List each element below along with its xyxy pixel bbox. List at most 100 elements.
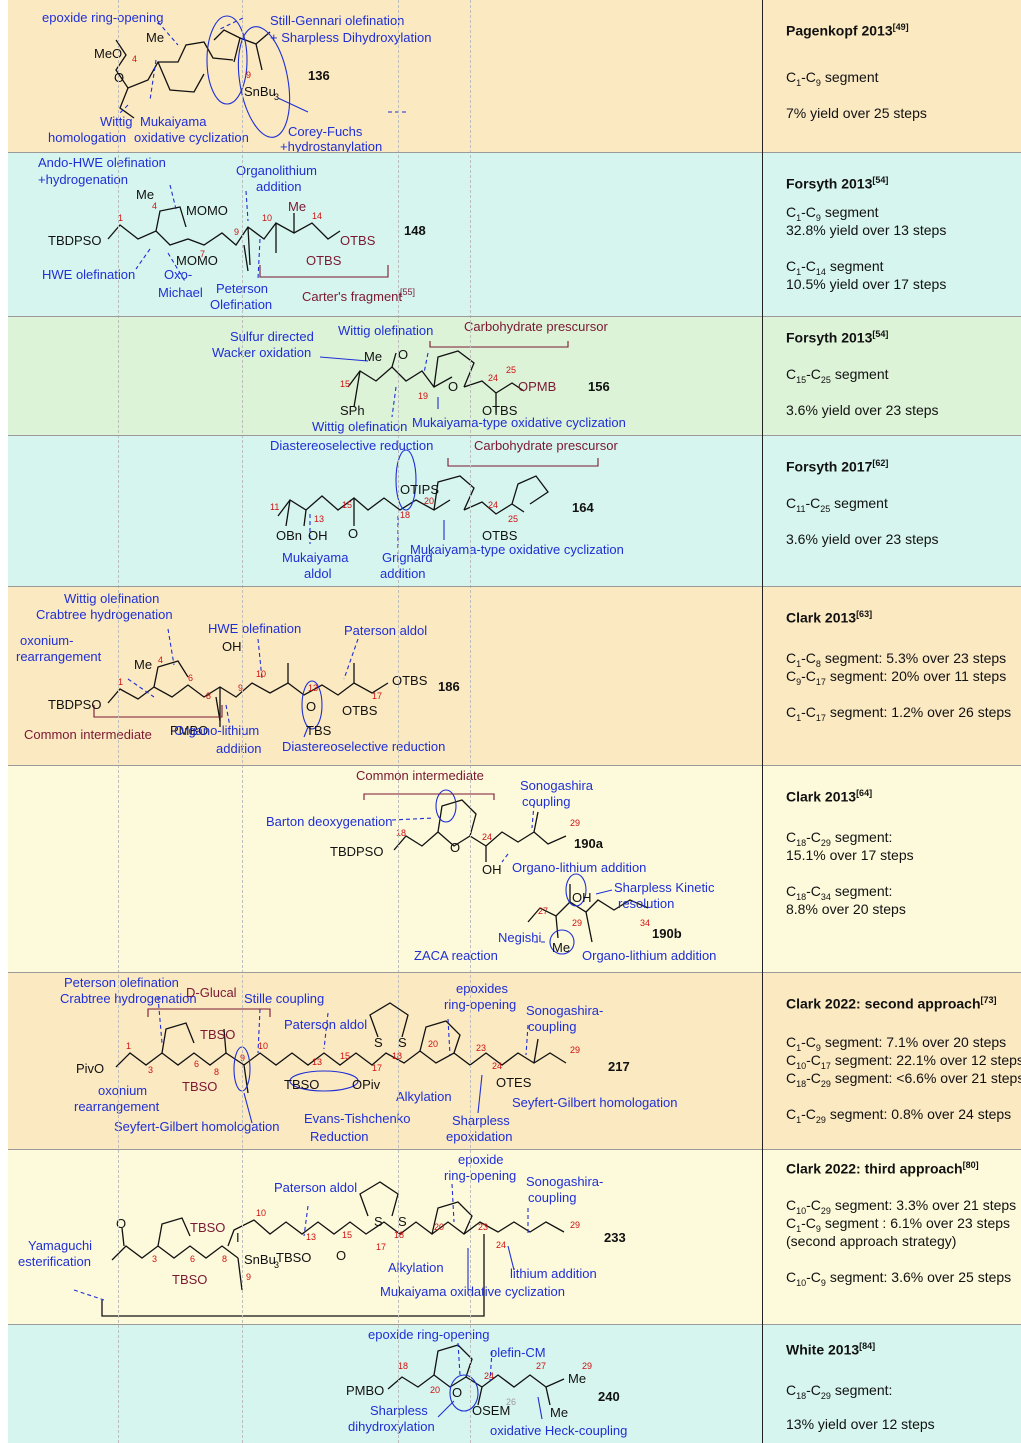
label-wittig-olefination: Wittig olefination bbox=[64, 591, 159, 606]
atom-number-20: 20 bbox=[424, 496, 434, 506]
atom-me: Me bbox=[134, 657, 152, 672]
label-addition: addition bbox=[380, 566, 426, 581]
label-common-intermediate: Common intermediate bbox=[356, 768, 484, 783]
atom-opmb: OPMB bbox=[518, 379, 556, 394]
label-michael: Michael bbox=[158, 285, 203, 300]
atom-tbso-2: TBSO bbox=[172, 1272, 207, 1287]
segment-line: C10-C17 segment: 22.1% over 12 steps bbox=[786, 1052, 1021, 1071]
atom-otbs: OTBS bbox=[340, 233, 376, 248]
atom-me: Me bbox=[364, 349, 382, 364]
label-homologation: homologation bbox=[48, 130, 126, 145]
atom-number-15: 15 bbox=[342, 500, 352, 510]
atom-o-ketone: O bbox=[348, 526, 358, 541]
atom-number-17: 17 bbox=[372, 1063, 382, 1073]
atom-number-24: 24 bbox=[482, 832, 492, 842]
atom-tbso-2: TBSO bbox=[182, 1079, 217, 1094]
label-mukaiyama: Mukaiyama bbox=[140, 114, 207, 129]
label-coupling: coupling bbox=[528, 1190, 576, 1205]
atom-number-20: 20 bbox=[434, 1222, 444, 1232]
scheme-233: epoxide ring-opening Sonogashira- coupli… bbox=[18, 1152, 626, 1317]
label-organo-lithium-2: Organo-lithium addition bbox=[582, 948, 716, 963]
atom-pmbo: PMBO bbox=[346, 1383, 384, 1398]
scheme-190: Common intermediate Sonogashira coupling… bbox=[266, 768, 716, 963]
atom-me-1: Me bbox=[568, 1371, 586, 1386]
segment-line: C1-C17 segment: 1.2% over 26 steps bbox=[786, 704, 1012, 723]
atom-number-15: 15 bbox=[340, 1051, 350, 1061]
label-zaca: ZACA reaction bbox=[414, 948, 498, 963]
label-sonogashira: Sonogashira- bbox=[526, 1174, 603, 1189]
compound-number: 186 bbox=[438, 679, 460, 694]
label-rearrangement: rearrangement bbox=[16, 649, 102, 664]
atom-number-10: 10 bbox=[256, 669, 266, 679]
atom-oh-b: OH bbox=[572, 890, 592, 905]
label-addition: addition bbox=[256, 179, 302, 194]
atom-number-18: 18 bbox=[400, 510, 410, 520]
atom-number-24: 24 bbox=[496, 1240, 506, 1250]
atom-number-18: 18 bbox=[398, 1361, 408, 1371]
info-156: Forsyth 2013[54] C15-C25 segment 3.6% yi… bbox=[774, 317, 1021, 435]
compound-number: 164 bbox=[572, 500, 594, 515]
label-addition: addition bbox=[216, 741, 262, 756]
segment-line: C1-C9 segment : 6.1% over 23 steps bbox=[786, 1215, 1011, 1234]
atom-number-8: 8 bbox=[206, 691, 211, 701]
label-carbohydrate: Carbohydrate prescursor bbox=[464, 319, 608, 334]
label-alkylation: Alkylation bbox=[396, 1089, 452, 1104]
atom-number-18: 18 bbox=[396, 828, 406, 838]
label-diastereoselective-reduction: Diastereoselective reduction bbox=[282, 739, 445, 754]
label-paterson-aldol: Paterson aldol bbox=[344, 623, 427, 638]
atom-obn: OBn bbox=[276, 528, 302, 543]
atom-me: Me bbox=[552, 940, 570, 955]
row-217: Peterson olefination Crabtree hydrogenat… bbox=[8, 973, 1021, 1149]
label-epoxides: epoxides bbox=[456, 981, 509, 996]
atom-number-24: 24 bbox=[488, 373, 498, 383]
label-d-glucal: D-Glucal bbox=[186, 985, 237, 1000]
atom-snbu-subscript: 3 bbox=[274, 1260, 279, 1270]
scheme-217: Peterson olefination Crabtree hydrogenat… bbox=[60, 975, 677, 1144]
label-ring-opening: ring-opening bbox=[444, 997, 516, 1012]
atom-momo-2: MOMO bbox=[176, 253, 218, 268]
label-wacker: Wacker oxidation bbox=[212, 345, 311, 360]
atom-number-1: 1 bbox=[126, 1041, 131, 1051]
atom-number-9: 9 bbox=[238, 683, 243, 693]
label-evans-tishchenko: Evans-Tishchenko bbox=[304, 1111, 410, 1126]
scheme-136: epoxide ring-opening Still-Gennari olefi… bbox=[42, 10, 432, 152]
atom-o: O bbox=[450, 840, 460, 855]
atom-s-1: S bbox=[374, 1214, 383, 1229]
atom-momo: MOMO bbox=[186, 203, 228, 218]
atom-number-4: 4 bbox=[152, 201, 157, 211]
label-esterification: esterification bbox=[18, 1254, 91, 1269]
atom-number-25: 25 bbox=[508, 514, 518, 524]
atom-me-2: Me bbox=[550, 1405, 568, 1420]
segment-line: C10-C9 segment: 3.6% over 25 steps bbox=[786, 1269, 1012, 1288]
segment-line: C1-C8 segment: 5.3% over 23 steps bbox=[786, 650, 1007, 669]
row-148: Ando-HWE olefination +hydrogenation Orga… bbox=[8, 153, 1021, 316]
label-oxonium: oxonium bbox=[98, 1083, 147, 1098]
atom-i: I bbox=[236, 1230, 240, 1245]
atom-number-7: 7 bbox=[200, 249, 205, 259]
label-hydrogenation: +hydrogenation bbox=[38, 172, 128, 187]
column-guide bbox=[470, 0, 471, 1443]
yield-line: 7% yield over 25 steps bbox=[786, 105, 927, 121]
segment-line: C15-C25 segment bbox=[786, 366, 889, 385]
label-still-gennari: Still-Gennari olefination bbox=[270, 13, 404, 28]
label-epoxide-ring-opening: epoxide ring-opening bbox=[368, 1327, 489, 1342]
atom-oh: OH bbox=[222, 639, 242, 654]
row-separator bbox=[8, 316, 1021, 317]
atom-o: O bbox=[114, 70, 124, 85]
column-guide bbox=[398, 0, 399, 1443]
compound-number-a: 190a bbox=[574, 836, 604, 851]
atom-number-9: 9 bbox=[246, 1272, 251, 1282]
scheme-240: epoxide ring-opening olefin-CM PMBO O OS… bbox=[346, 1327, 627, 1438]
atom-me: Me bbox=[136, 187, 154, 202]
atom-number-17: 17 bbox=[376, 1242, 386, 1252]
atom-number-25: 25 bbox=[506, 365, 516, 375]
atom-me: Me bbox=[146, 30, 164, 45]
label-coupling: coupling bbox=[528, 1019, 576, 1034]
atom-number-6: 6 bbox=[194, 1059, 199, 1069]
atom-number-15: 15 bbox=[342, 1230, 352, 1240]
label-yamaguchi: Yamaguchi bbox=[28, 1238, 92, 1253]
column-guide bbox=[118, 0, 119, 1443]
atom-s-1: S bbox=[374, 1035, 383, 1050]
atom-tbdpso: TBDPSO bbox=[48, 697, 101, 712]
atom-number-13: 13 bbox=[306, 1232, 316, 1242]
